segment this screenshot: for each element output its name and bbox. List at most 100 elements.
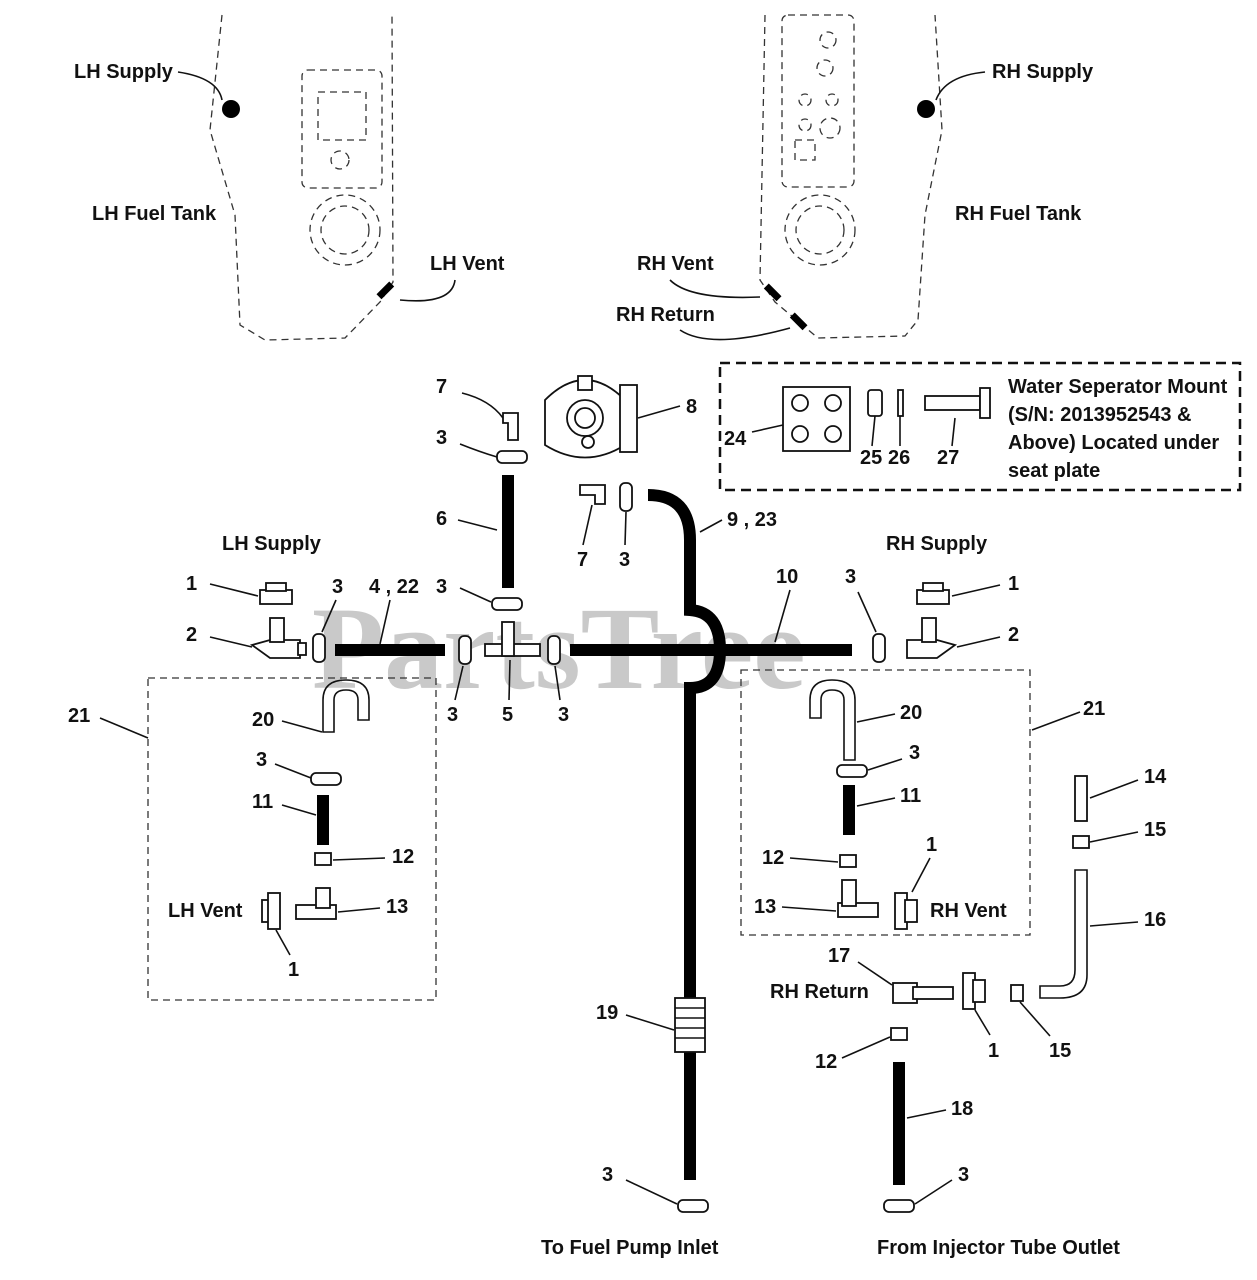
clamp-3-lh [312,633,326,663]
vent-tube-20-rh [809,679,856,761]
callout-20-rh: 20 [900,702,922,724]
callout-15a: 15 [1144,819,1166,841]
callout-7b: 7 [577,549,588,571]
hose-16 [1039,869,1088,999]
leader-3-l2 [454,665,464,701]
leader-1-lh-vent [275,929,291,956]
leader-2-lh [209,636,253,648]
callout-12-return: 12 [815,1051,837,1073]
callout-19: 19 [596,1002,618,1024]
vent-bushing-1-rh [894,892,918,930]
clamp-3a [496,450,528,464]
callout-5: 5 [502,704,513,726]
callout-17: 17 [828,945,850,967]
leader-18 [906,1109,947,1119]
leader-11-rh [856,797,896,807]
lh-vent-port-marker [376,281,395,300]
callout-24: 24 [724,428,747,450]
callout-9-23: 9 , 23 [727,509,777,531]
callout-21-rh: 21 [1083,698,1105,720]
leader-7b [582,504,593,546]
callout-21-lh: 21 [68,705,90,727]
lh-vent-leader [399,279,456,302]
bolt-27 [924,387,991,419]
leader-15b [1019,1001,1051,1037]
bushing-1-lh-top [265,582,287,592]
lh-fuel-tank-outline [209,14,394,341]
callout-3b: 3 [619,549,630,571]
callout-7a: 7 [436,376,447,398]
rh-vent-leader [669,279,761,299]
leader-8 [637,405,681,419]
rh-return-leader [679,327,791,341]
water-separator-location-2: seat plate [1008,460,1100,482]
callout-12-rh: 12 [762,847,784,869]
rh-supply-label: RH Supply [886,533,988,555]
water-separator-mount-box [718,361,1242,492]
callout-3-l2: 3 [447,704,458,726]
rh-fuel-tank-outline [759,14,943,339]
callout-20-lh: 20 [252,709,274,731]
leader-3-pump [625,1179,678,1205]
lh-vent-kit-21-box [147,677,437,1001]
clamp-3b [619,482,633,512]
elbow-fitting-13-rh [837,879,879,918]
leader-13-rh [781,906,837,912]
leader-17 [857,961,893,986]
leader-1-return [974,1009,991,1036]
clamp-3-top [491,597,523,611]
leader-16 [1089,921,1139,927]
leader-3-lh [321,599,337,633]
callout-12-lh: 12 [392,846,414,868]
shutoff-valve-2-lh [249,617,307,659]
rh-supply-tank-label: RH Supply [992,61,1094,83]
callout-1-rh-vent: 1 [926,834,937,856]
leader-7a [461,392,504,419]
clamp-15b [1010,984,1024,1002]
leader-1-rh-vent [911,857,931,893]
lh-supply-tank-label: LH Supply [74,61,174,83]
rh-vent-label: RH Vent [930,900,1007,922]
leader-19 [625,1014,675,1031]
leader-6 [457,519,498,531]
leader-4-22 [379,599,391,645]
lh-supply-leader [177,71,223,101]
callout-3-rh: 3 [845,566,856,588]
rh-return-tank-label: RH Return [616,304,715,326]
elbow-fitting-7b [579,484,606,505]
clip-12-return [890,1027,908,1041]
leader-10 [774,589,791,643]
leader-1-rh [951,584,1001,597]
leader-3b [624,511,627,546]
washer-26 [897,389,904,417]
rh-supply-leader [935,71,986,101]
rh-return-label: RH Return [770,981,869,1003]
sleeve-19 [674,997,706,1053]
leader-20-rh [856,713,896,723]
leader-3-injector [914,1179,953,1205]
to-fuel-pump-label: To Fuel Pump Inlet [541,1237,719,1259]
callout-6: 6 [436,508,447,530]
water-separator-8 [544,375,638,459]
tee-fitting-5 [484,621,541,657]
leader-3-r2 [554,665,561,701]
callout-1-return: 1 [988,1040,999,1062]
leader-27 [951,417,956,447]
callout-11-lh: 11 [252,791,273,813]
hose-9-23 [647,489,727,1180]
leader-12-return [841,1036,891,1059]
lh-vent-tank-label: LH Vent [430,253,505,275]
vent-tube-20-lh [322,679,370,733]
leader-25 [871,415,876,447]
vent-bushing-1-lh [261,892,281,930]
bushing-1-rh [916,589,950,605]
leader-12-lh [332,857,386,861]
leader-5 [508,659,511,701]
leader-20-lh [281,720,323,733]
leader-14 [1089,779,1139,799]
elbow-fitting-17 [892,982,954,1004]
leader-13-lh [337,907,381,913]
clip-12-lh [314,852,332,866]
callout-3-rh-vent: 3 [909,742,920,764]
